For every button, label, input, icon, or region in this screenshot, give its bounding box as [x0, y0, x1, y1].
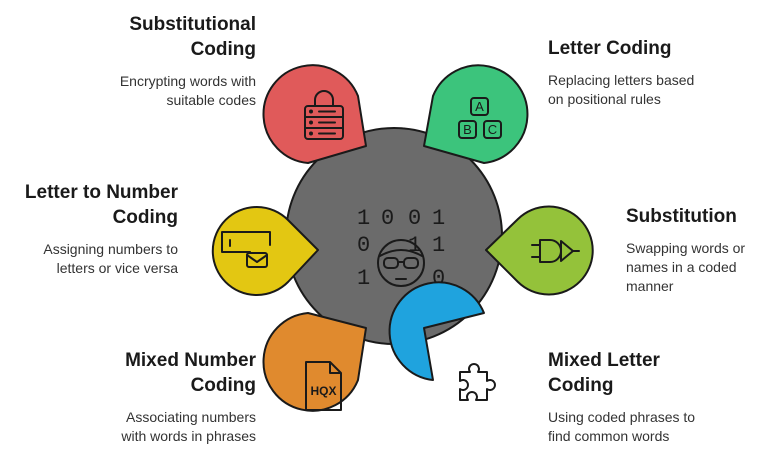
binary-digit: 1	[432, 206, 445, 231]
hacker-face-icon	[377, 239, 425, 287]
binary-digit: 1	[357, 266, 370, 291]
lock-server-icon	[304, 90, 344, 140]
abc-blocks-icon	[458, 97, 502, 139]
letter-coding-title: Letter Coding	[548, 38, 672, 59]
abc-letter: A	[475, 99, 484, 114]
substitution-title: Substitution	[626, 206, 737, 227]
substitutional-petal	[262, 64, 367, 164]
binary-digit: 1	[432, 233, 445, 258]
abc-letter: B	[463, 122, 472, 137]
code-file-text: HQX	[310, 384, 336, 398]
logic-gate-icon	[531, 239, 580, 263]
code-file-icon	[305, 361, 342, 411]
mixed-letter-petal	[388, 281, 485, 381]
mail-number-icon	[221, 231, 271, 268]
binary-digit: 0	[408, 206, 421, 231]
abc-letter: C	[488, 122, 497, 137]
binary-digit: 1	[357, 206, 370, 231]
binary-digit: 0	[381, 206, 394, 231]
letter-to-number-petal	[211, 206, 319, 296]
binary-digit: 0	[357, 233, 370, 258]
puzzle-piece-icon	[459, 363, 496, 401]
